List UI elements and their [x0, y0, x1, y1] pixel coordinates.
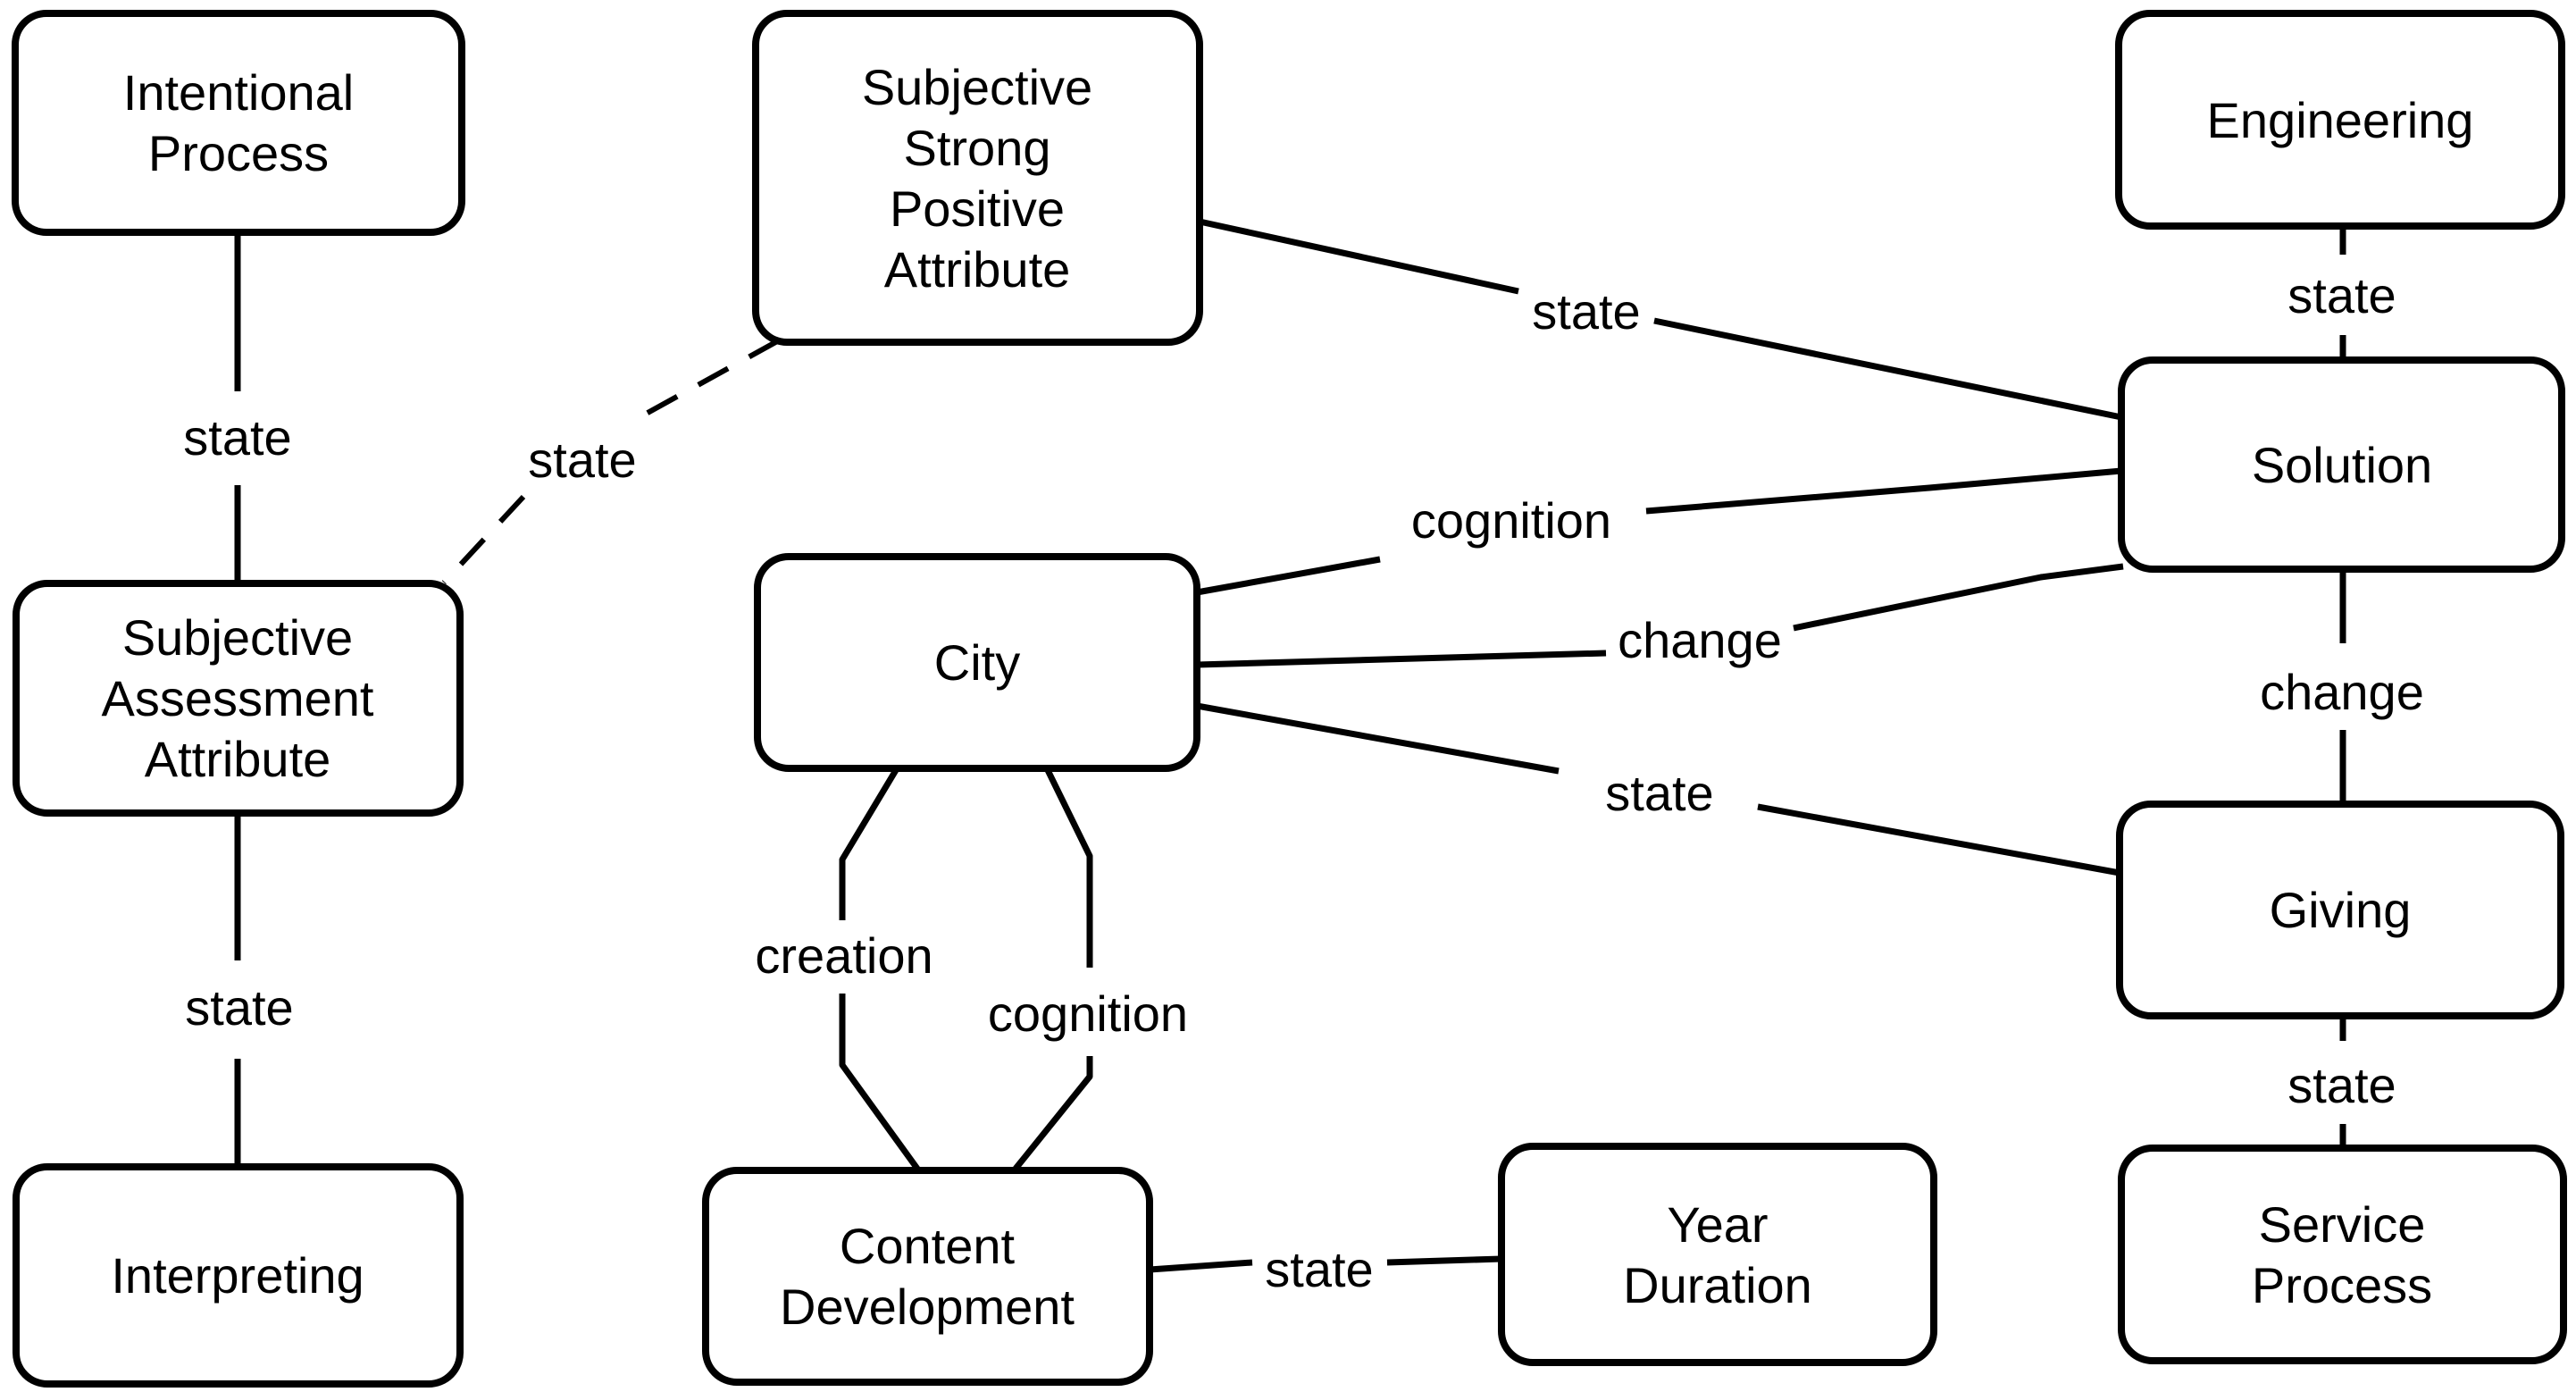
node-service-process-label-line1: Service: [2259, 1196, 2426, 1253]
edge-city-cd-creation-line-2: [839, 994, 920, 1171]
edge-sspa-solution-line-1: [1199, 218, 1519, 295]
node-year-duration-label-line1: Year: [1667, 1196, 1768, 1253]
edge-city-cd-creation-line-1: [839, 768, 899, 920]
node-solution: Solution: [2118, 356, 2565, 573]
node-intentional-process: Intentional Process: [12, 10, 465, 236]
edge-label-sspa-saa-state: state: [528, 432, 636, 488]
node-giving-box: [2116, 801, 2564, 1019]
edge-city-cd-cognition-line-2: [1013, 1056, 1093, 1171]
node-content-development: Content Development: [702, 1167, 1153, 1386]
edge-sspa-saa-dashed-line-2: [441, 494, 526, 585]
node-sspa-label-line4: Attribute: [884, 241, 1071, 298]
edge-city-cd-cognition-line-1: [1044, 768, 1093, 968]
node-saa-label-line1: Subjective: [122, 609, 353, 666]
node-city-label-line1: City: [934, 634, 1020, 691]
node-engineering: Engineering: [2115, 10, 2565, 230]
edge-label-saa-interpreting-state: state: [185, 979, 293, 1036]
node-service-process-box: [2118, 1145, 2567, 1364]
node-year-duration-label-line2: Duration: [1623, 1257, 1812, 1313]
node-engineering-box: [2115, 10, 2565, 230]
edge-label-cd-year-state: state: [1265, 1241, 1373, 1297]
node-intentional-process-label-line1: Intentional: [123, 64, 354, 121]
node-city: City: [754, 553, 1200, 772]
node-intentional-process-box: [12, 10, 465, 236]
edge-label-city-cd-cognition: cognition: [988, 985, 1188, 1042]
edge-label-solution-giving-change: change: [2260, 664, 2424, 720]
node-year-duration: Year Duration: [1498, 1143, 1937, 1366]
node-saa-label-line3: Attribute: [145, 731, 331, 787]
edge-sspa-saa-dashed-line-1: [638, 338, 781, 420]
node-giving-label-line1: Giving: [2270, 882, 2412, 938]
edge-label-sspa-solution-state: state: [1532, 283, 1640, 340]
edge-label-city-solution-change: change: [1618, 612, 1782, 668]
edge-city-giving-line-1: [1196, 702, 1560, 775]
node-interpreting-label-line1: Interpreting: [111, 1247, 364, 1304]
node-sspa-label-line2: Strong: [904, 120, 1051, 176]
edge-city-solution-change-line-1: [1196, 650, 1607, 668]
node-solution-label-line1: Solution: [2252, 437, 2432, 493]
node-giving: Giving: [2116, 801, 2564, 1019]
edge-label-ip-saa-state: state: [183, 409, 291, 465]
edge-label-giving-service-state: state: [2287, 1057, 2396, 1113]
node-solution-box: [2118, 356, 2565, 573]
node-subjective-strong-positive-attribute: Subjective Strong Positive Attribute: [752, 10, 1203, 346]
node-intentional-process-label-line2: Process: [148, 125, 329, 181]
node-sspa-label-line3: Positive: [890, 180, 1065, 237]
edge-city-giving-line-2: [1757, 803, 2120, 876]
edge-city-solution-cognition-line-1: [1196, 556, 1381, 596]
node-content-development-box: [702, 1167, 1153, 1386]
node-interpreting-box: [13, 1163, 464, 1388]
node-service-process-label-line2: Process: [2252, 1257, 2432, 1313]
edge-city-solution-cognition-line-2: [1645, 467, 2122, 515]
edge-cd-year-line-1: [1149, 1259, 1253, 1273]
node-service-process: Service Process: [2118, 1145, 2567, 1364]
edge-label-city-cd-creation: creation: [755, 927, 933, 984]
node-city-box: [754, 553, 1200, 772]
edge-cd-year-line-2: [1386, 1255, 1502, 1266]
edge-label-engineering-solution-state: state: [2287, 267, 2396, 323]
node-year-duration-box: [1498, 1143, 1937, 1366]
node-subjective-assessment-attribute: Subjective Assessment Attribute: [13, 580, 464, 817]
node-engineering-label-line1: Engineering: [2207, 92, 2474, 148]
edge-city-solution-change-line-2: [1793, 563, 2124, 632]
node-saa-box: [13, 580, 464, 817]
edge-sspa-solution-line-2: [1653, 317, 2122, 421]
node-sspa-box: [752, 10, 1203, 346]
node-interpreting: Interpreting: [13, 1163, 464, 1388]
edge-label-city-solution-cognition: cognition: [1411, 492, 1611, 549]
edge-label-city-giving-state: state: [1605, 765, 1713, 821]
node-content-development-label-line2: Development: [780, 1279, 1075, 1335]
node-content-development-label-line1: Content: [840, 1218, 1016, 1274]
node-sspa-label-line1: Subjective: [862, 59, 1092, 115]
node-saa-label-line2: Assessment: [102, 670, 374, 726]
